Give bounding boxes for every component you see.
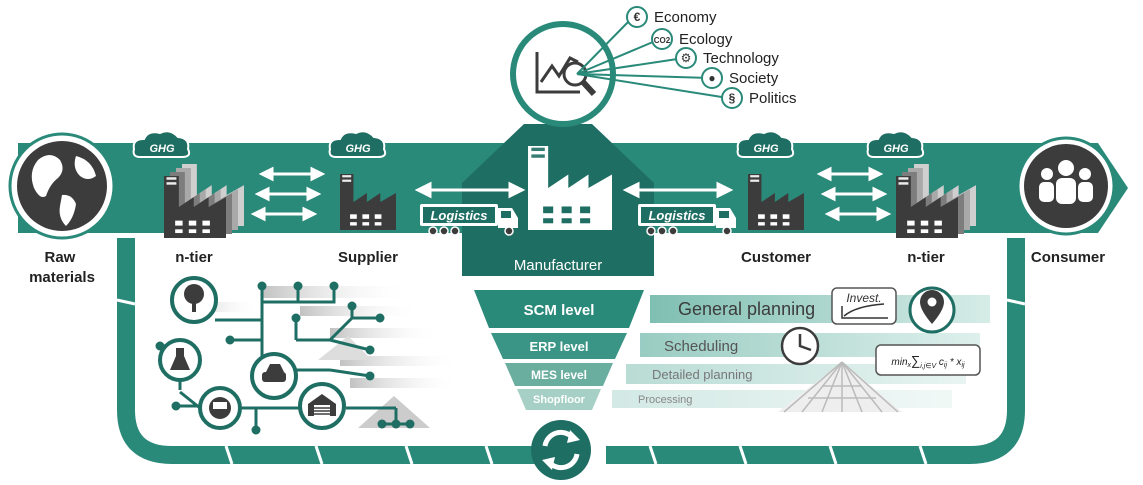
svg-text:⚙: ⚙	[681, 51, 692, 65]
chain-labels: Raw materials n-tier Supplier Manufactur…	[29, 249, 1105, 286]
logistics-truck-left: Logistics	[420, 204, 518, 236]
consumer-label: Consumer	[1031, 249, 1105, 266]
logistics-label-left: Logistics	[430, 208, 487, 223]
warehouse-icon	[298, 382, 346, 430]
ghg-cloud-icon: GHG	[736, 130, 795, 158]
dimension-politics: § Politics	[721, 87, 797, 109]
dimension-ecology: CO2 Ecology	[651, 28, 733, 50]
customer-label: Customer	[741, 249, 811, 266]
dimension-label: Technology	[703, 50, 779, 67]
optimization-formula: minx∑i,j∈V cij * xij	[875, 344, 981, 376]
double-arrow-icon	[250, 166, 326, 222]
planning-level-label: SCM level	[524, 302, 595, 319]
planning-task-label: General planning	[678, 299, 815, 319]
paragraph-icon: §	[721, 87, 743, 109]
ghg-cloud-icon: GHG	[132, 130, 191, 158]
sensor-icon	[198, 386, 242, 430]
co2-icon: CO2	[651, 28, 673, 50]
planning-annotations: Invest. minx∑i,j∈V cij * xij	[778, 286, 981, 413]
people-icon: ●	[701, 67, 723, 89]
manufacturer-label: Manufacturer	[514, 257, 602, 274]
svg-text:CO2: CO2	[654, 36, 671, 45]
invest-label: Invest.	[846, 291, 881, 305]
factory-customer-icon	[748, 174, 804, 230]
planning-task-label: Detailed planning	[652, 367, 752, 382]
clock-icon	[780, 326, 820, 366]
ghg-label: GHG	[149, 143, 175, 155]
investment-chart: Invest.	[831, 287, 897, 325]
consumer-group	[1016, 136, 1116, 236]
planning-level-label: ERP level	[529, 339, 588, 354]
dimension-society: ● Society	[701, 67, 779, 89]
decision-tree-icon	[778, 361, 902, 413]
factory-supplier-icon	[340, 174, 396, 230]
raw-materials-label: Raw materials	[29, 249, 95, 286]
chart-magnifier-icon	[535, 52, 597, 97]
dimension-label: Economy	[654, 9, 717, 26]
double-arrow-icon	[414, 181, 734, 199]
dimension-technology: ⚙ Technology	[675, 47, 779, 69]
euro-icon: €	[626, 6, 648, 28]
cycle-circle	[531, 420, 591, 480]
ghg-label: GHG	[345, 143, 371, 155]
svg-text:minx∑i,j∈V cij * xij: minx∑i,j∈V cij * xij	[891, 353, 965, 370]
ghg-cloud-icon: GHG	[328, 130, 387, 158]
logistics-truck-right: Logistics	[638, 204, 736, 236]
flask-icon	[158, 338, 202, 382]
ghg-label: GHG	[883, 143, 909, 155]
location-pin-icon	[908, 286, 956, 334]
ghg-cloud-icon: GHG	[866, 130, 925, 158]
planning-level-label: Shopfloor	[533, 394, 586, 406]
ntier-left-label: n-tier	[175, 249, 213, 266]
planning-task-label: Processing	[638, 394, 692, 406]
production-loop	[116, 238, 1026, 465]
network-graph	[155, 276, 460, 435]
svg-text:§: §	[729, 91, 736, 105]
flow-arrows	[250, 166, 892, 222]
dimension-label: Politics	[749, 90, 797, 107]
logistics-label-right: Logistics	[648, 208, 705, 223]
factory-ntier-left-icon	[164, 164, 244, 238]
tree-icon	[170, 276, 218, 324]
planning-task-label: Scheduling	[664, 338, 738, 355]
svg-text:€: €	[634, 10, 641, 24]
people-icon	[1039, 160, 1093, 204]
raw-materials-globe	[8, 132, 116, 240]
ntier-right-label: n-tier	[907, 249, 945, 266]
ghg-label: GHG	[753, 143, 779, 155]
supplier-label: Supplier	[338, 249, 398, 266]
planning-level-label: MES level	[531, 368, 587, 382]
svg-text:●: ●	[708, 71, 715, 85]
dimension-connectors	[576, 16, 729, 99]
factory-ntier-right-icon	[896, 164, 976, 238]
dimension-label: Ecology	[679, 31, 733, 48]
dimension-label: Society	[729, 70, 779, 87]
car-icon	[250, 352, 298, 400]
factory-manufacturer-icon	[528, 146, 612, 230]
gears-icon: ⚙	[675, 47, 697, 69]
dimension-economy: € Economy	[626, 6, 717, 28]
double-arrow-icon	[816, 166, 892, 222]
